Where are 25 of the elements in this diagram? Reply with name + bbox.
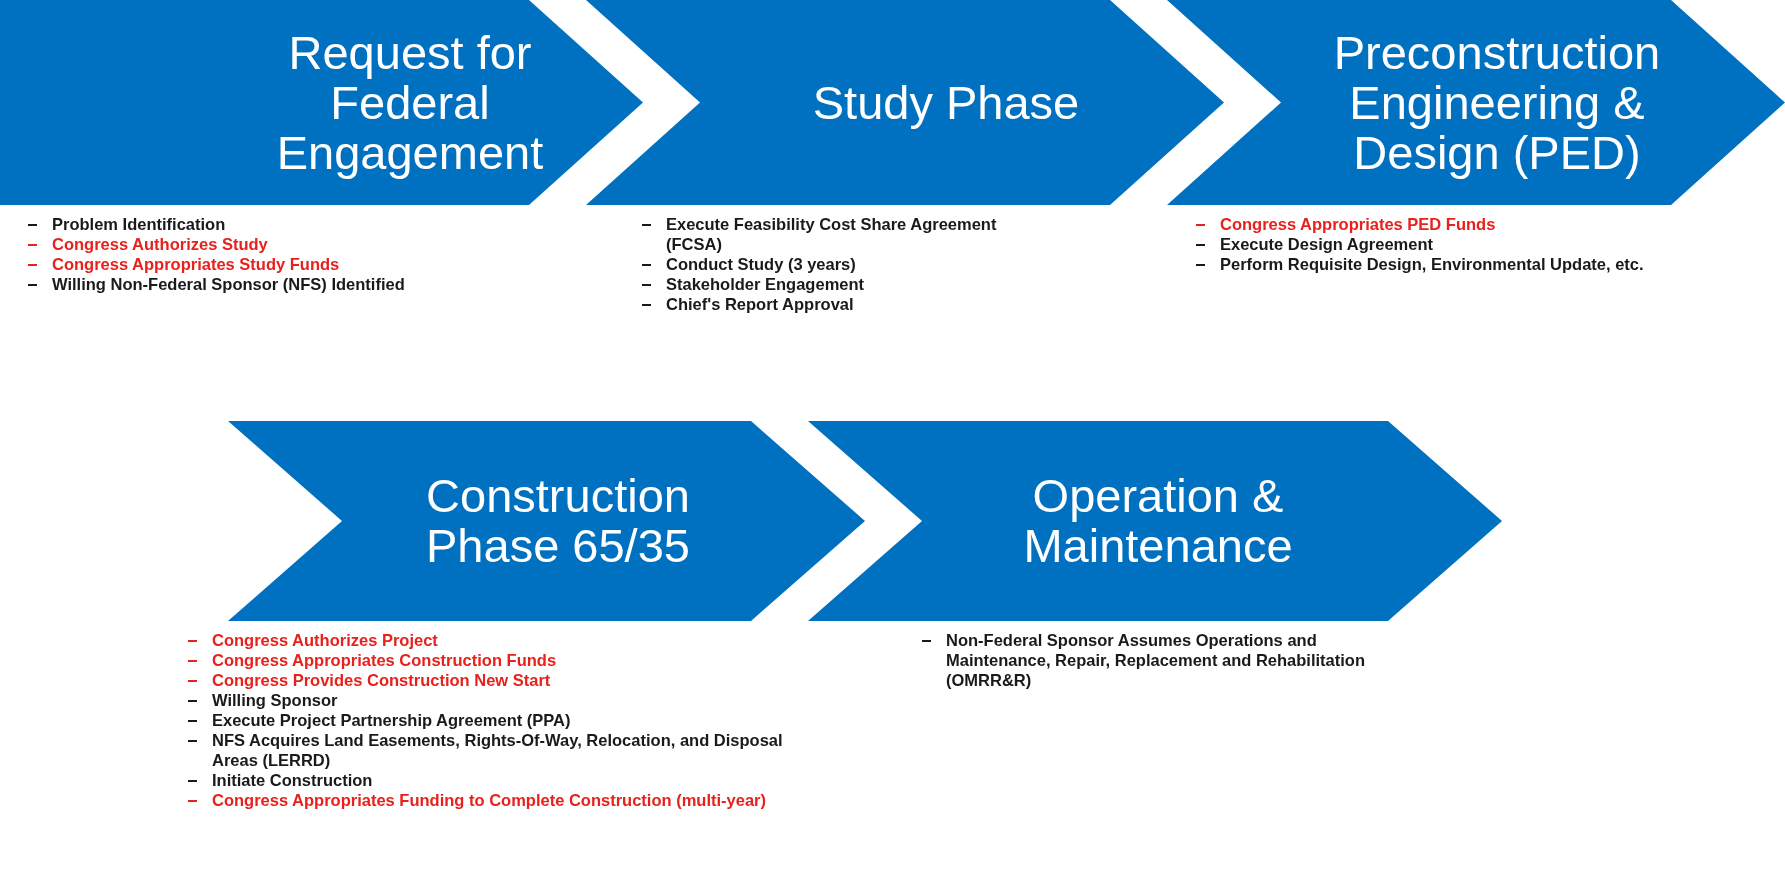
bullet-item: Congress Authorizes Project bbox=[182, 630, 802, 650]
phase-title: Request for Federal Engagement bbox=[275, 28, 545, 178]
bullet-item: Congress Authorizes Study bbox=[22, 234, 582, 254]
bullet-item: Conduct Study (3 years) bbox=[636, 254, 1016, 274]
bullet-item: NFS Acquires Land Easements, Rights-Of-Way, Relocation, and Disposal Areas (LERRD) bbox=[182, 730, 802, 770]
bullet-item: Perform Requisite Design, Environmental Update, etc. bbox=[1190, 254, 1780, 274]
bullet-item: Willing Non-Federal Sponsor (NFS) Identified bbox=[22, 274, 582, 294]
bullet-item: Problem Identification bbox=[22, 214, 582, 234]
phase-title: Preconstruction Engineering & Design (PED) bbox=[1332, 28, 1662, 178]
bullet-item: Congress Appropriates Construction Funds bbox=[182, 650, 802, 670]
bullet-item: Stakeholder Engagement bbox=[636, 274, 1016, 294]
bullet-item: Congress Appropriates Funding to Complete Construction (multi-year) bbox=[182, 790, 802, 810]
bullet-item: Chief's Report Approval bbox=[636, 294, 1016, 314]
phase-title: Study Phase bbox=[811, 78, 1081, 128]
bullet-item: Initiate Construction bbox=[182, 770, 802, 790]
phase-title: Operation & Maintenance bbox=[1022, 471, 1294, 571]
bullet-item: Congress Appropriates PED Funds bbox=[1190, 214, 1780, 234]
bullet-item: Execute Design Agreement bbox=[1190, 234, 1780, 254]
bullet-item: Congress Provides Construction New Start bbox=[182, 670, 802, 690]
bullet-item: Congress Appropriates Study Funds bbox=[22, 254, 582, 274]
bullet-item: Execute Project Partnership Agreement (PPA) bbox=[182, 710, 802, 730]
bullet-item: Non-Federal Sponsor Assumes Operations and Maintenance, Repair, Replacement and Rehabilitation (OMRR&R) bbox=[916, 630, 1416, 690]
phase-title: Construction Phase 65/35 bbox=[425, 471, 691, 571]
bullet-item: Willing Sponsor bbox=[182, 690, 802, 710]
bullet-item: Execute Feasibility Cost Share Agreement (FCSA) bbox=[636, 214, 1016, 254]
